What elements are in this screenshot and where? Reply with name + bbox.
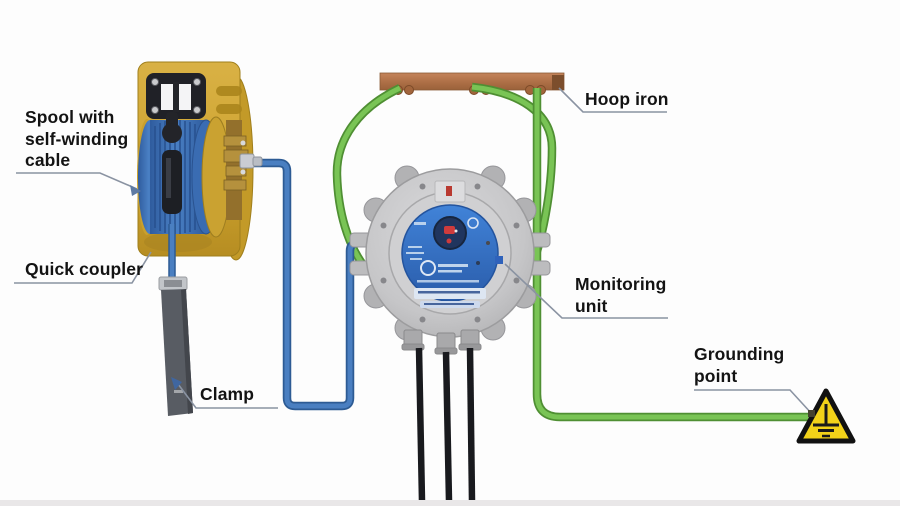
clamp (158, 276, 193, 416)
leader-clamp (177, 383, 278, 409)
leader-marker-grounding (808, 410, 815, 417)
monitoring-unit-label: Monitoring unit (575, 274, 667, 316)
leader-marker-monitoring (495, 256, 503, 264)
cable-glands (401, 329, 482, 355)
leader-arrow-clamp (171, 377, 182, 390)
rim-bolts (380, 183, 520, 323)
hoop-iron-end-block (552, 75, 564, 90)
quick-coupler-label: Quick coupler (25, 259, 143, 279)
leader-spool (16, 172, 138, 190)
spool-mounting-bracket (146, 73, 206, 119)
leader-grounding-point (694, 389, 813, 415)
certification-tag (434, 180, 466, 203)
spool-hub (223, 120, 249, 220)
leader-monitoring-unit (504, 263, 668, 319)
status-led (444, 226, 458, 244)
spool-label: Spool with self-winding cable (25, 107, 129, 170)
cable-spool (137, 61, 254, 261)
bottom-edge-strip (0, 500, 900, 506)
leader-quick-coupler (14, 251, 152, 284)
clamp-label: Clamp (200, 384, 254, 404)
monitoring-unit (349, 165, 551, 355)
grounding-point-label: Grounding point (694, 344, 785, 386)
monitoring-unit-display (401, 204, 499, 308)
green-cable-to-ground (532, 88, 812, 422)
hoop-iron-label: Hoop iron (585, 89, 669, 109)
blue-grounding-cable (252, 158, 366, 411)
earth-symbol-icon (813, 404, 839, 438)
power-cables (415, 347, 476, 502)
quick-coupler (239, 153, 263, 169)
leader-arrow-spool (130, 185, 141, 196)
spool-drum (138, 116, 231, 238)
leader-hoop-iron (558, 87, 667, 113)
